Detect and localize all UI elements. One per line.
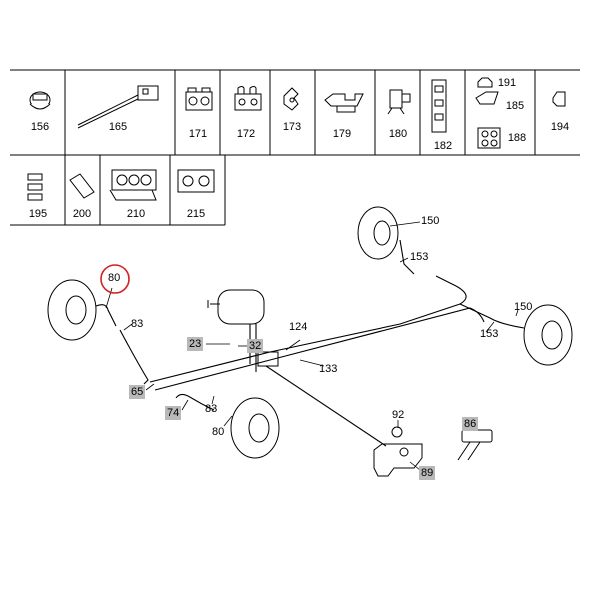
callout-83-bottom[interactable]: 83	[205, 403, 218, 415]
part-165-icon[interactable]	[77, 85, 159, 129]
part-number-191: 191	[497, 77, 517, 89]
highlight-circle-80[interactable]	[100, 264, 130, 294]
part-188-icon[interactable]	[477, 127, 501, 149]
part-number-200: 200	[72, 208, 92, 220]
part-172-icon[interactable]	[234, 86, 262, 111]
brake-components	[47, 206, 573, 477]
callout-92[interactable]: 92	[392, 409, 405, 421]
callout-153-right[interactable]: 153	[480, 328, 499, 340]
part-number-215: 215	[186, 208, 206, 220]
part-number-171: 171	[188, 128, 208, 140]
part-200-icon[interactable]	[69, 173, 95, 199]
part-number-210: 210	[126, 208, 146, 220]
brake-booster[interactable]	[207, 289, 265, 325]
callout-65[interactable]: 65	[129, 385, 146, 399]
callout-80-bottom[interactable]: 80	[212, 426, 225, 438]
part-171-icon[interactable]	[185, 87, 213, 111]
part-number-195: 195	[28, 208, 48, 220]
part-173-icon[interactable]	[283, 87, 299, 111]
part-210-icon[interactable]	[109, 169, 157, 201]
callout-83-left[interactable]: 83	[131, 318, 144, 330]
callout-74[interactable]: 74	[165, 406, 182, 420]
part-156-icon[interactable]	[29, 91, 51, 110]
brake-disc-right[interactable]	[523, 304, 573, 366]
callout-86[interactable]: 86	[462, 417, 479, 431]
part-number-182: 182	[433, 140, 453, 152]
callout-153-top[interactable]: 153	[410, 251, 429, 263]
part-179-icon[interactable]	[324, 93, 364, 113]
part-191-icon[interactable]	[477, 77, 493, 88]
part-92-icon[interactable]	[391, 426, 403, 438]
callout-80-highlighted[interactable]: 80	[108, 272, 121, 284]
callout-124[interactable]: 124	[289, 321, 308, 333]
callout-32[interactable]: 32	[247, 339, 264, 353]
parts-table-grid	[10, 69, 580, 226]
brake-disc-front-left[interactable]	[47, 279, 97, 341]
brake-lines	[95, 239, 525, 447]
part-number-180: 180	[388, 128, 408, 140]
brake-disc-front-right[interactable]	[230, 397, 280, 459]
part-number-172: 172	[236, 128, 256, 140]
part-number-179: 179	[332, 128, 352, 140]
parts-table-lines	[10, 69, 580, 226]
part-number-194: 194	[550, 121, 570, 133]
callout-133[interactable]: 133	[319, 363, 338, 375]
part-number-185: 185	[505, 100, 525, 112]
callout-23[interactable]: 23	[187, 337, 204, 351]
part-195-icon[interactable]	[27, 173, 43, 201]
callout-150-top[interactable]: 150	[421, 215, 440, 227]
part-number-188: 188	[507, 132, 527, 144]
part-215-icon[interactable]	[177, 169, 215, 193]
pressure-switch[interactable]	[457, 429, 493, 461]
part-194-icon[interactable]	[552, 91, 566, 107]
callout-150-right[interactable]: 150	[514, 301, 533, 313]
callout-leaders	[105, 221, 519, 471]
part-185-icon[interactable]	[475, 91, 499, 105]
part-number-165: 165	[108, 121, 128, 133]
part-number-173: 173	[282, 121, 302, 133]
part-180-icon[interactable]	[387, 89, 411, 115]
part-number-156: 156	[30, 121, 50, 133]
brake-disc-rear-top[interactable]	[357, 206, 399, 260]
part-182-icon[interactable]	[431, 79, 447, 133]
callout-89[interactable]: 89	[419, 466, 436, 480]
brake-force-regulator[interactable]	[373, 443, 423, 477]
